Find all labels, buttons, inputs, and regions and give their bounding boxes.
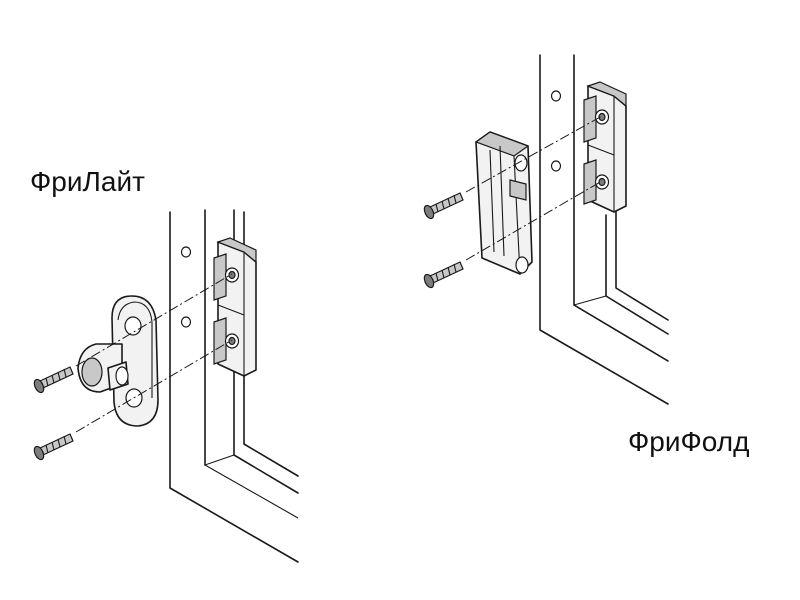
screw-icon [33,433,74,461]
frifold-label: ФриФолд [628,426,750,457]
right-assembly [423,54,669,405]
screw-icon [423,261,464,289]
frilight-label: ФриЛайт [30,166,145,197]
right-frame-bracket [583,81,627,213]
screw-icon [423,192,464,220]
right-window-frame [539,54,669,405]
left-assembly [33,209,299,563]
screw-icon [33,366,74,394]
left-hinge-plate [77,295,159,427]
right-channel-part [474,131,533,275]
left-frame-bracket [213,237,257,377]
